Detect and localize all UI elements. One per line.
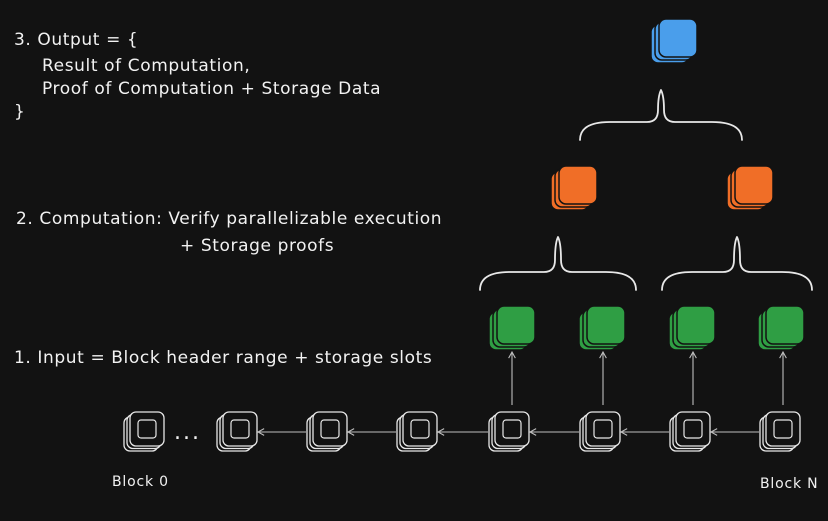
up-arrow-4-head xyxy=(779,350,787,359)
block-2-inner xyxy=(320,419,340,439)
block-3-layer-2 xyxy=(402,411,438,447)
block-arrow-2-head xyxy=(256,428,265,436)
block-arrow-4 xyxy=(436,428,488,436)
green-stack-4 xyxy=(757,305,805,351)
block-7-inner xyxy=(773,419,793,439)
block-arrow-6-head xyxy=(619,428,628,436)
input-title: 1. Input = Block header range + storage … xyxy=(14,348,433,368)
green-stack-3-layer-2 xyxy=(676,305,716,345)
block-6 xyxy=(669,411,711,452)
block-arrow-3 xyxy=(346,428,396,436)
block-1-inner xyxy=(230,419,250,439)
block-arrow-6 xyxy=(619,428,669,436)
orange-stack-right xyxy=(726,165,774,211)
block-arrow-7-head xyxy=(709,428,718,436)
block-0 xyxy=(123,411,165,452)
block-3-inner xyxy=(410,419,430,439)
stacks xyxy=(488,18,805,351)
output-proof-line: Proof of Computation + Storage Data xyxy=(42,79,382,99)
output-title: 3. Output = { xyxy=(14,30,139,50)
orange-stack-right-layer-2 xyxy=(734,165,774,205)
arrows xyxy=(256,350,787,436)
block-7-layer-2 xyxy=(765,411,801,447)
computation-storage-proofs: + Storage proofs xyxy=(180,236,335,256)
block-2 xyxy=(306,411,348,452)
block-5-layer-2 xyxy=(585,411,621,447)
up-arrow-2 xyxy=(599,350,607,405)
green-stack-4-layer-2 xyxy=(765,305,805,345)
block-arrow-2 xyxy=(256,428,306,436)
blue-stack xyxy=(650,18,698,64)
up-arrow-3 xyxy=(689,350,697,405)
block-arrow-7 xyxy=(709,428,759,436)
braces xyxy=(479,89,813,291)
block-arrow-3-head xyxy=(346,428,355,436)
block-arrow-4-head xyxy=(436,428,445,436)
green-stack-1-layer-2 xyxy=(496,305,536,345)
block-5 xyxy=(579,411,621,452)
block-4 xyxy=(488,411,530,452)
block-0-inner xyxy=(137,419,157,439)
block-5-inner xyxy=(593,419,613,439)
block-1-layer-2 xyxy=(222,411,258,447)
blocks xyxy=(123,411,801,452)
block-0-label: Block 0 xyxy=(112,474,169,490)
block-7 xyxy=(759,411,801,452)
block-3 xyxy=(396,411,438,452)
green-stack-1 xyxy=(488,305,536,351)
block-2-layer-2 xyxy=(312,411,348,447)
output-result-line: Result of Computation, xyxy=(42,56,251,76)
up-arrow-4 xyxy=(779,350,787,405)
green-stack-3 xyxy=(668,305,716,351)
up-arrow-1-head xyxy=(508,350,516,359)
block-4-inner xyxy=(502,419,522,439)
up-arrow-1 xyxy=(508,350,516,405)
orange-stack-left xyxy=(550,165,598,211)
green-stack-2 xyxy=(578,305,626,351)
block-n-label: Block N xyxy=(760,476,819,492)
brace-left xyxy=(479,236,637,291)
brace-right xyxy=(661,236,813,291)
block-0-layer-2 xyxy=(129,411,165,447)
brace-top xyxy=(579,89,743,141)
block-arrow-5-head xyxy=(528,428,537,436)
blue-stack-layer-2 xyxy=(658,18,698,58)
block-6-inner xyxy=(683,419,703,439)
block-1 xyxy=(216,411,258,452)
orange-stack-left-layer-2 xyxy=(558,165,598,205)
block-arrow-5 xyxy=(528,428,579,436)
block-6-layer-2 xyxy=(675,411,711,447)
up-arrow-2-head xyxy=(599,350,607,359)
green-stack-2-layer-2 xyxy=(586,305,626,345)
block-ellipsis: ... xyxy=(174,420,201,445)
up-arrow-3-head xyxy=(689,350,697,359)
output-close-brace: } xyxy=(14,102,26,122)
block-4-layer-2 xyxy=(494,411,530,447)
computation-title: 2. Computation: Verify parallelizable ex… xyxy=(16,209,443,229)
